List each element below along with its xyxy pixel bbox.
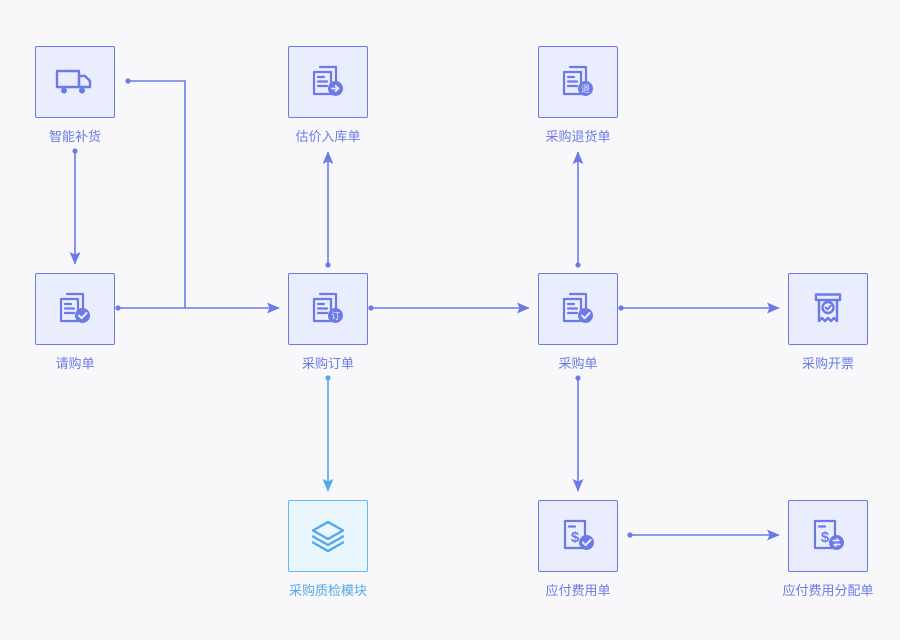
edge-receipt-to-payable — [572, 375, 584, 492]
node-icon-box[interactable] — [35, 273, 115, 345]
edge-order-to-estimated-inbound — [322, 151, 334, 268]
edge-requisition-to-order — [115, 302, 280, 314]
node-quality-inspection[interactable]: 采购质检模块 — [287, 500, 369, 598]
node-requisition[interactable]: 请购单 — [34, 273, 116, 371]
edge-smart-to-order-elbow — [125, 78, 186, 308]
svg-text:订: 订 — [331, 311, 340, 321]
truck-icon — [55, 65, 95, 99]
node-smart-replenishment[interactable]: 智能补货 — [34, 46, 116, 144]
node-label: 估价入库单 — [295, 129, 361, 144]
svg-text:退: 退 — [581, 84, 590, 94]
document-order-icon: 订 — [309, 290, 347, 328]
document-arrow-icon — [309, 63, 347, 101]
node-payable-expense[interactable]: $ 应付费用单 — [537, 500, 619, 598]
node-label: 采购订单 — [301, 356, 354, 371]
node-label: 采购退货单 — [545, 129, 611, 144]
node-label: 请购单 — [55, 356, 95, 371]
svg-text:$: $ — [571, 529, 580, 546]
money-transfer-icon: $ — [809, 517, 847, 555]
document-check-icon — [559, 290, 597, 328]
node-icon-box[interactable] — [35, 46, 115, 118]
invoice-seal-icon — [809, 290, 847, 328]
node-label: 应付费用分配单 — [782, 583, 874, 598]
node-icon-box[interactable] — [288, 500, 368, 572]
node-purchase-order[interactable]: 订 采购订单 — [287, 273, 369, 371]
node-icon-box[interactable]: $ — [788, 500, 868, 572]
edge-order-to-receipt — [368, 302, 530, 314]
svg-text:$: $ — [821, 529, 830, 546]
node-purchase-receipt[interactable]: 采购单 — [537, 273, 619, 371]
node-purchase-invoice[interactable]: 采购开票 — [787, 273, 869, 371]
node-icon-box[interactable] — [788, 273, 868, 345]
node-label: 应付费用单 — [545, 583, 611, 598]
node-icon-box[interactable]: $ — [538, 500, 618, 572]
node-icon-box[interactable] — [538, 273, 618, 345]
node-icon-box[interactable]: 订 — [288, 273, 368, 345]
money-check-icon: $ — [559, 517, 597, 555]
document-check-icon — [56, 290, 94, 328]
edge-smart-to-requisition — [69, 148, 81, 265]
node-label: 采购质检模块 — [288, 583, 367, 598]
layers-icon — [308, 517, 348, 555]
edge-receipt-to-invoice — [618, 302, 780, 314]
node-label: 智能补货 — [48, 129, 101, 144]
node-label: 采购单 — [558, 356, 598, 371]
node-estimated-inbound[interactable]: 估价入库单 — [287, 46, 369, 144]
document-return-icon: 退 — [559, 63, 597, 101]
node-icon-box[interactable] — [288, 46, 368, 118]
node-payable-allocation[interactable]: $ 应付费用分配单 — [783, 500, 874, 598]
node-label: 采购开票 — [801, 356, 854, 371]
edge-order-to-quality — [322, 375, 334, 492]
node-icon-box[interactable]: 退 — [538, 46, 618, 118]
edge-receipt-to-return — [572, 151, 584, 268]
node-purchase-return[interactable]: 退 采购退货单 — [537, 46, 619, 144]
edge-payable-to-allocation — [627, 529, 780, 541]
